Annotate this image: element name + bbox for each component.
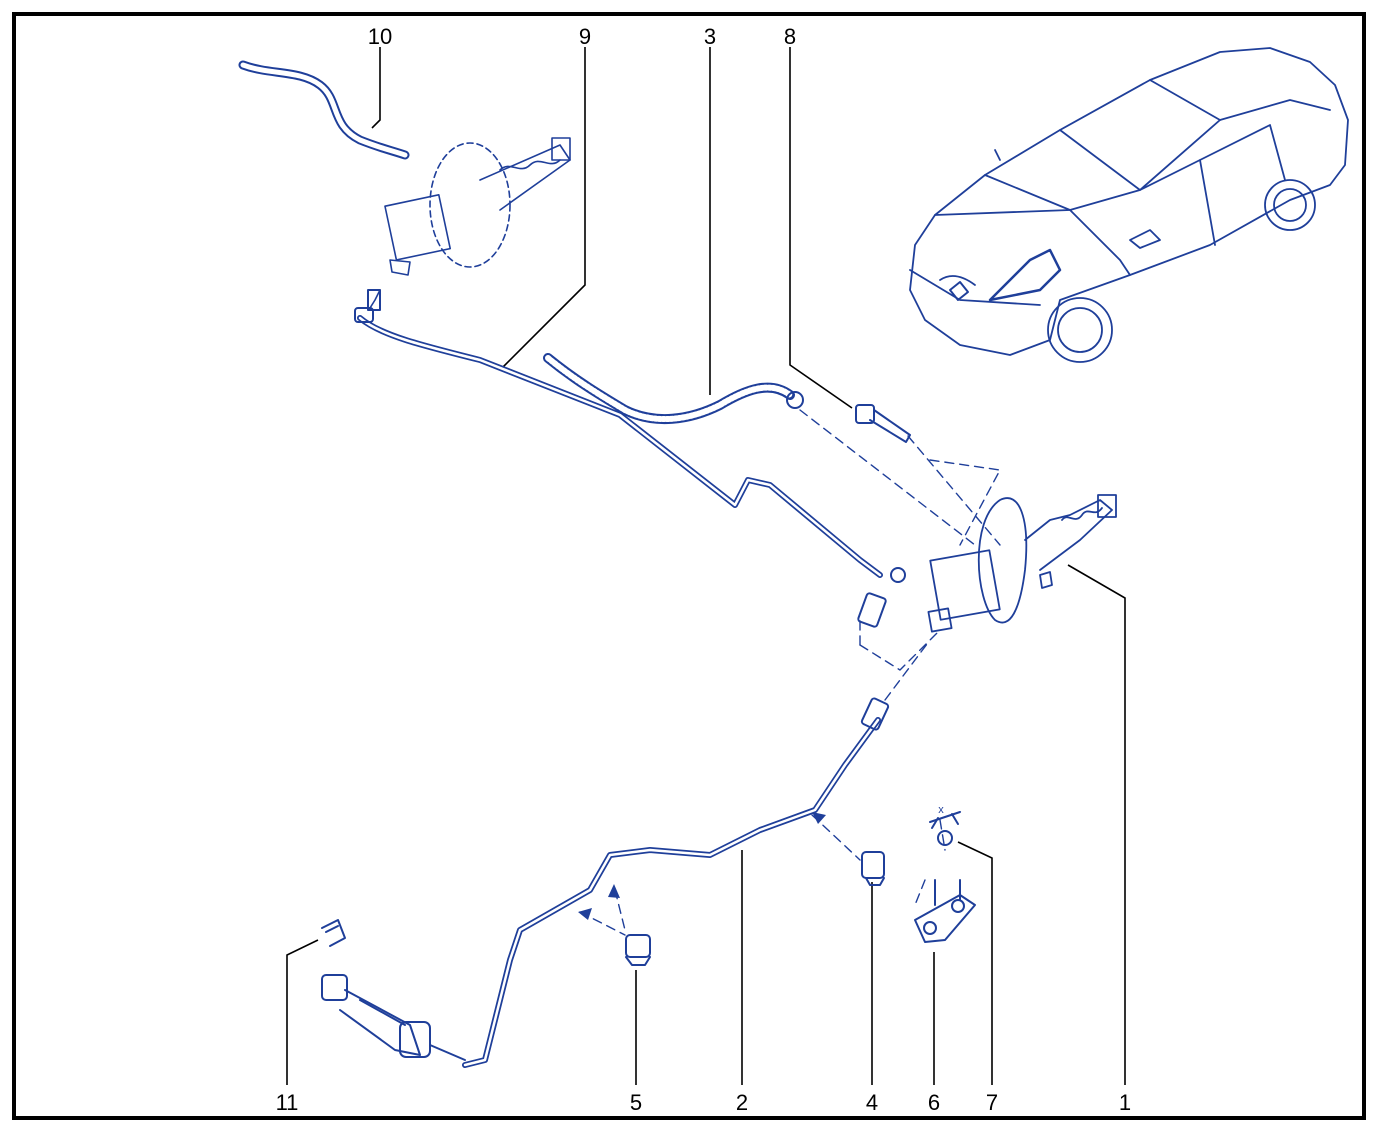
car-illustration <box>909 47 1349 363</box>
assembly-dashed-lines <box>579 409 1001 936</box>
part-10-hose <box>238 60 410 160</box>
part-6-bracket <box>914 879 976 943</box>
part-11-clip <box>321 919 346 947</box>
part-5-fastener <box>625 934 651 966</box>
callout-8: 8 <box>784 24 796 49</box>
callout-5: 5 <box>630 1090 642 1115</box>
callout-9: 9 <box>579 24 591 49</box>
callout-1: 1 <box>1119 1090 1131 1115</box>
callout-7: 7 <box>986 1090 998 1115</box>
assembly-arrows <box>578 812 826 920</box>
callout-10: 10 <box>368 24 392 49</box>
callout-6: 6 <box>928 1090 940 1115</box>
diagram-border <box>12 12 1366 1120</box>
leader-lines <box>286 47 1126 1085</box>
part-2-pipe <box>462 697 890 1068</box>
pipe-connector <box>857 567 906 628</box>
part-9-pipe <box>354 289 883 578</box>
upper-master-cylinder <box>369 137 571 309</box>
callout-labels: 10 9 3 8 11 5 2 4 6 7 1 <box>276 24 1132 1115</box>
callout-11: 11 <box>276 1090 299 1115</box>
dimension-x-label: x <box>938 804 944 816</box>
part-7-nut <box>929 811 961 846</box>
callout-2: 2 <box>736 1090 748 1115</box>
part-4-grommet <box>861 851 885 886</box>
callout-4: 4 <box>866 1090 878 1115</box>
part-3-hose <box>543 353 804 424</box>
slave-cylinder <box>321 974 466 1061</box>
part-1-master-cylinder <box>927 494 1117 633</box>
part-8-bolt <box>855 404 911 443</box>
callout-3: 3 <box>704 24 716 49</box>
